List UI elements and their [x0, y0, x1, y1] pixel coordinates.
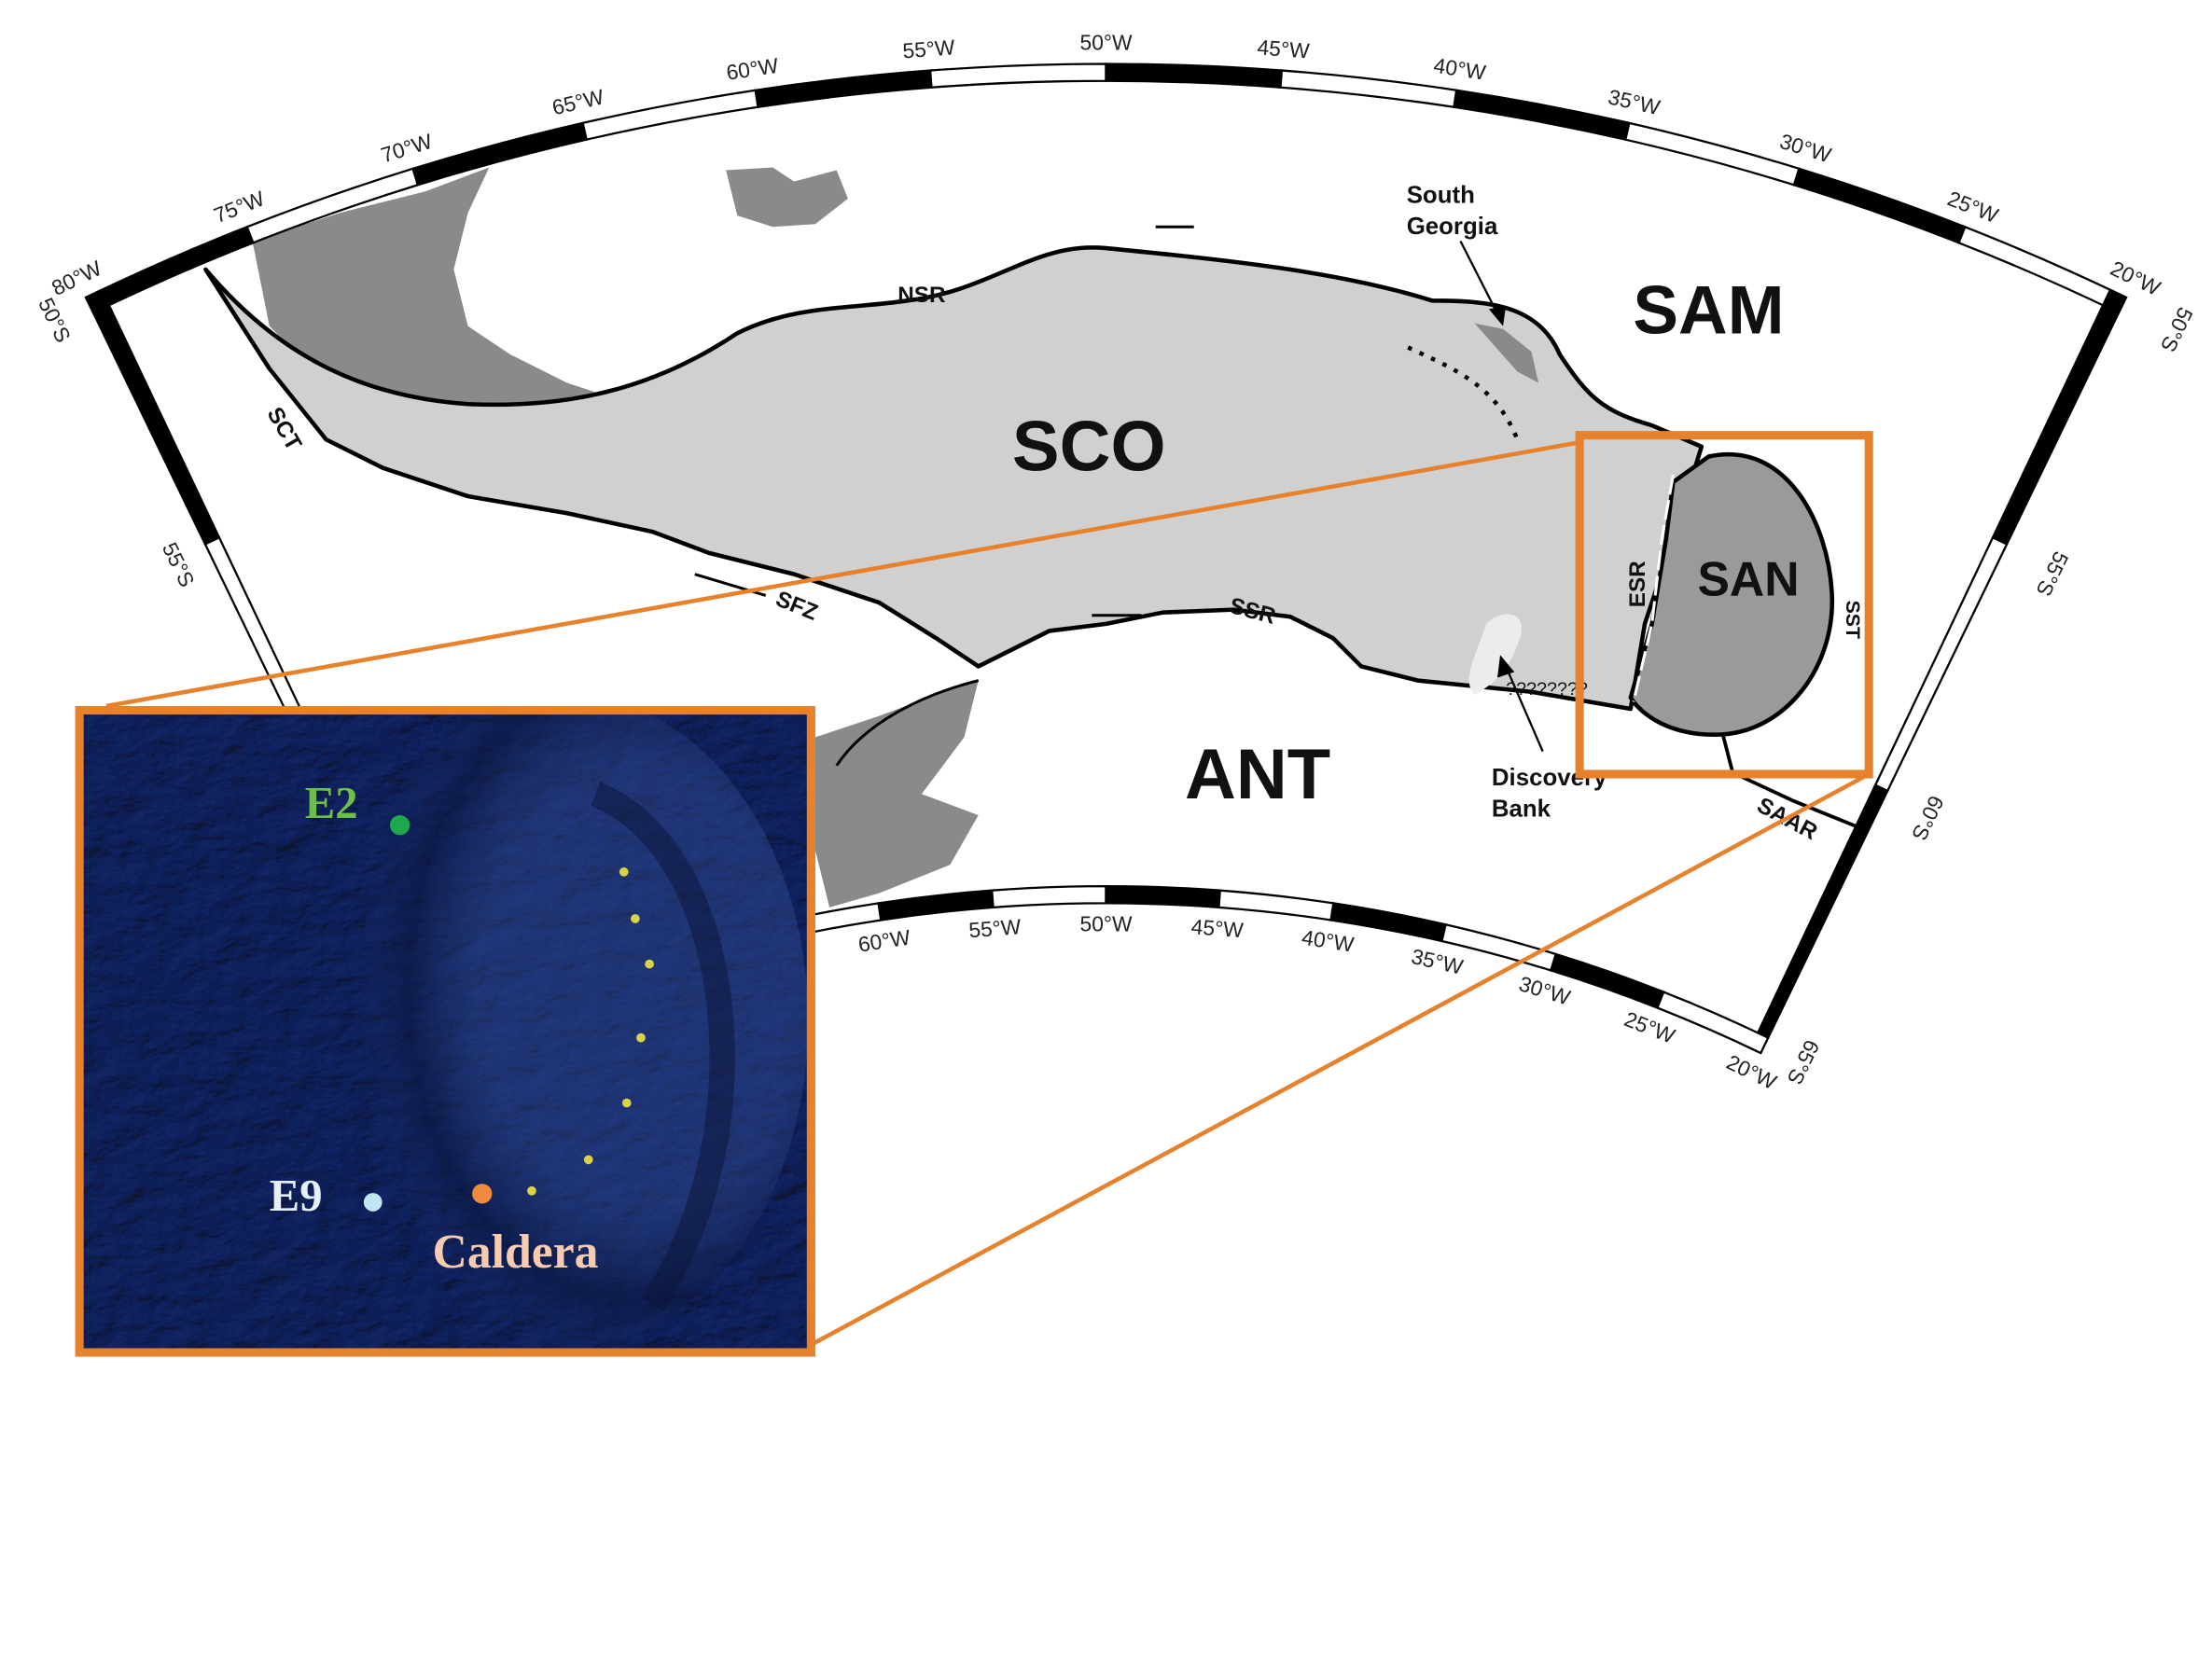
frame-segment: [1991, 288, 2128, 547]
graticule-label: 60°W: [725, 53, 781, 85]
label-south-georgia-line2: Georgia: [1407, 214, 1498, 240]
graticule-label: 50°S: [2156, 303, 2198, 355]
connector-line-bottom: [811, 771, 1871, 1346]
frame-segment: [877, 889, 995, 922]
south-georgia-pointer: [1459, 240, 1502, 320]
graticule-label: 50°W: [1080, 30, 1133, 54]
island-marker: [631, 914, 640, 923]
graticule-label: 20°W: [1723, 1049, 1781, 1094]
graticule-label: 50°W: [1080, 912, 1133, 936]
site-e2-marker[interactable]: [389, 815, 410, 836]
site-caldera-label: Caldera: [433, 1226, 599, 1279]
graticule-label: 35°W: [1409, 944, 1466, 979]
graticule-label: 40°W: [1432, 53, 1488, 85]
arrowhead-icon: [1496, 655, 1515, 678]
frame-segment: [84, 288, 221, 547]
highlight-box-san: [1575, 431, 1873, 779]
site-e9-label: E9: [270, 1171, 323, 1221]
frame-segment: [581, 89, 759, 142]
label-uncertain-boundary: ????????: [1506, 679, 1588, 700]
frame-segment: [411, 121, 589, 187]
graticule-label: 60°W: [856, 924, 912, 956]
graticule-label: 70°W: [378, 129, 436, 168]
island-marker: [636, 1032, 646, 1043]
graticule-label: 30°W: [1516, 971, 1574, 1010]
graticule-label: 65°S: [1783, 1036, 1825, 1088]
graticule-label: 55°S: [2031, 547, 2073, 600]
inset-bathymetry: E2 E9 Caldera: [75, 705, 815, 1357]
frame-segment: [991, 884, 1107, 909]
connector-line-top: [105, 440, 1580, 709]
frame-segment: [1105, 884, 1221, 909]
graticule-label: 55°W: [902, 35, 956, 62]
island-marker: [621, 1098, 632, 1108]
frame-segment: [1453, 89, 1631, 142]
graticule-label: 55°S: [158, 538, 200, 590]
plate-san: [1628, 452, 1834, 737]
island-marker: [527, 1185, 536, 1196]
label-sco: SCO: [1012, 408, 1166, 487]
label-discovery-bank-line2: Bank: [1492, 797, 1551, 823]
antarctic-margin: [835, 679, 980, 767]
site-e9-marker[interactable]: [363, 1193, 383, 1212]
site-caldera-marker[interactable]: [472, 1184, 493, 1204]
site-e2-label: E2: [305, 778, 358, 828]
frame-segment: [1792, 167, 1967, 244]
frame-segment: [1279, 69, 1458, 109]
label-sct: SCT: [262, 403, 307, 455]
label-esr: ESR: [1625, 561, 1650, 607]
graticule-label: 40°W: [1301, 925, 1356, 957]
graticule-label: 45°W: [1190, 914, 1245, 942]
esr-ridge: [1632, 474, 1675, 702]
graticule-label: 50°S: [34, 294, 76, 346]
discovery-bank-pointer: [1505, 665, 1544, 753]
frame-segment: [928, 62, 1107, 89]
land-antarctic-peninsula: [814, 680, 979, 908]
frame-segment: [1217, 889, 1335, 922]
frame-segment: [1623, 121, 1801, 187]
label-sfz: SFZ: [772, 587, 822, 626]
label-sam: SAM: [1633, 272, 1784, 348]
graticule-label: 55°W: [967, 914, 1022, 942]
label-sst: SST: [1842, 601, 1864, 639]
arrowhead-icon: [1488, 306, 1507, 326]
south-georgia-island: [1474, 323, 1539, 383]
frame-segment: [1656, 991, 1770, 1055]
saar-ridge: [1720, 733, 1861, 830]
label-nsr: NSR: [897, 283, 946, 308]
frame-segment: [754, 69, 933, 109]
island-chain: [527, 866, 654, 1196]
land-falkland-islands: [726, 167, 848, 228]
label-south-georgia-line1: South: [1407, 182, 1475, 208]
label-san: SAN: [1697, 551, 1799, 605]
frame-segment: [1756, 783, 1889, 1040]
island-marker: [619, 866, 629, 877]
graticule-label: 30°W: [1777, 129, 1835, 168]
graticule-label: 65°W: [550, 84, 606, 119]
inset-frame: [75, 705, 815, 1357]
graticule-label: 60°S: [1907, 792, 1949, 844]
discovery-bank-shape: [1468, 614, 1523, 695]
island-marker: [583, 1155, 593, 1165]
frame-segment: [1957, 225, 2128, 314]
island-marker: [645, 959, 654, 969]
frame-segment: [1105, 62, 1284, 89]
label-ant: ANT: [1185, 735, 1330, 814]
frame-segment: [1873, 535, 2009, 793]
graticule-label: 45°W: [1257, 35, 1311, 62]
dotted-boundary: [1407, 345, 1520, 441]
graticule-label: 35°W: [1606, 84, 1662, 119]
